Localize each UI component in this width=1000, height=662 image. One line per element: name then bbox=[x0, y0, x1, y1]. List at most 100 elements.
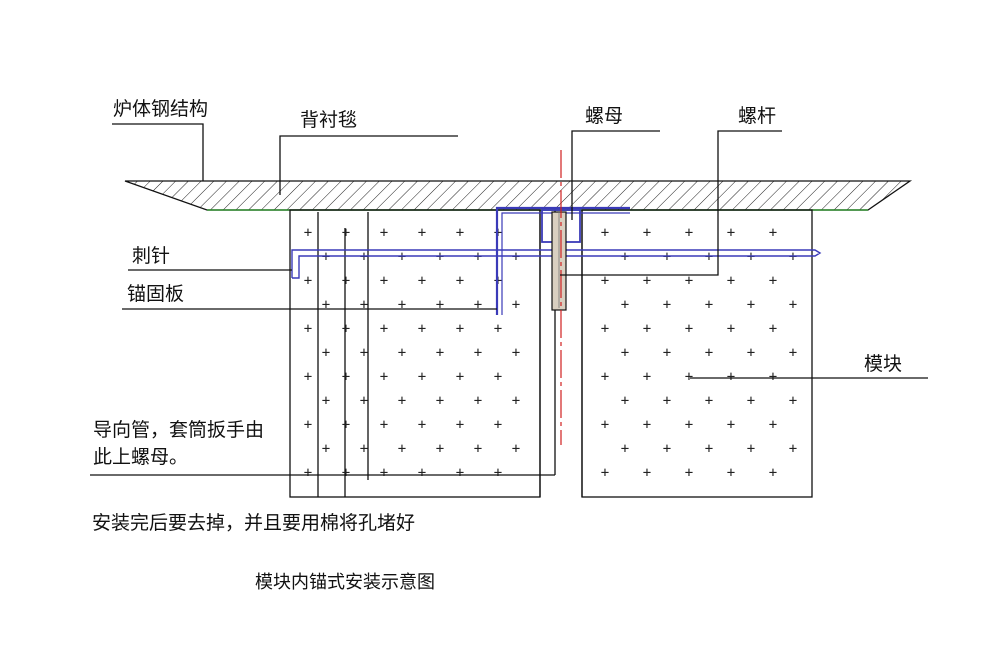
fiber-mark: + bbox=[342, 321, 350, 337]
fiber-mark: + bbox=[436, 393, 444, 409]
fiber-mark: + bbox=[342, 273, 350, 289]
fiber-mark: + bbox=[663, 297, 671, 313]
fiber-mark: + bbox=[747, 249, 755, 265]
fiber-mark: + bbox=[342, 465, 350, 481]
label-needle: 刺针 bbox=[132, 245, 170, 267]
fiber-mark: + bbox=[304, 465, 312, 481]
fiber-mark: + bbox=[494, 321, 502, 337]
fiber-mark: + bbox=[512, 393, 520, 409]
leader-furnace-steel bbox=[112, 123, 204, 181]
fiber-mark: + bbox=[360, 345, 368, 361]
fiber-mark: + bbox=[494, 465, 502, 481]
fiber-mark: + bbox=[621, 441, 629, 457]
leader-nut bbox=[571, 130, 660, 220]
fiber-mark: + bbox=[769, 369, 777, 385]
fiber-mark: + bbox=[769, 417, 777, 433]
fiber-mark: + bbox=[643, 369, 651, 385]
fiber-mark: + bbox=[474, 249, 482, 265]
fiber-mark: + bbox=[727, 273, 735, 289]
fiber-mark: + bbox=[360, 297, 368, 313]
fiber-mark: + bbox=[727, 321, 735, 337]
fiber-mark: + bbox=[769, 465, 777, 481]
fiber-mark: + bbox=[747, 297, 755, 313]
fiber-mark: + bbox=[705, 441, 713, 457]
fiber-mark: + bbox=[456, 465, 464, 481]
fiber-mark: + bbox=[380, 225, 388, 241]
fiber-mark: + bbox=[601, 465, 609, 481]
fiber-mark: + bbox=[663, 393, 671, 409]
fiber-mark: + bbox=[705, 393, 713, 409]
fiber-mark: + bbox=[512, 249, 520, 265]
label-nut: 螺母 bbox=[585, 105, 623, 127]
fiber-mark: + bbox=[685, 417, 693, 433]
fiber-mark: + bbox=[747, 393, 755, 409]
fiber-mark: + bbox=[621, 393, 629, 409]
fiber-mark: + bbox=[789, 249, 797, 265]
leader-backing-blanket bbox=[279, 135, 458, 195]
fiber-mark: + bbox=[418, 225, 426, 241]
fiber-mark: + bbox=[621, 249, 629, 265]
fiber-mark: + bbox=[380, 273, 388, 289]
fiber-mark: + bbox=[304, 225, 312, 241]
needle-rod bbox=[291, 249, 822, 279]
fiber-mark: + bbox=[474, 393, 482, 409]
fiber-mark: + bbox=[322, 297, 330, 313]
fiber-mark: + bbox=[663, 345, 671, 361]
fiber-mark: + bbox=[418, 465, 426, 481]
fiber-mark: + bbox=[304, 369, 312, 385]
fiber-mark: + bbox=[398, 297, 406, 313]
fiber-mark: + bbox=[643, 273, 651, 289]
fiber-mark: + bbox=[663, 441, 671, 457]
fiber-mark: + bbox=[342, 225, 350, 241]
fiber-mark: + bbox=[456, 225, 464, 241]
fiber-mark: + bbox=[418, 273, 426, 289]
label-backing-blanket: 背衬毯 bbox=[300, 109, 357, 131]
fiber-mark: + bbox=[789, 441, 797, 457]
fiber-mark: + bbox=[727, 417, 735, 433]
fiber-mark: + bbox=[601, 225, 609, 241]
fiber-mark: + bbox=[685, 273, 693, 289]
fiber-mark: + bbox=[621, 297, 629, 313]
fiber-mark: + bbox=[769, 273, 777, 289]
module-block-right bbox=[581, 209, 813, 498]
fiber-mark: + bbox=[418, 369, 426, 385]
fiber-mark: + bbox=[512, 345, 520, 361]
fiber-mark: + bbox=[643, 225, 651, 241]
fiber-mark: + bbox=[727, 225, 735, 241]
fiber-mark: + bbox=[456, 417, 464, 433]
fiber-mark: + bbox=[685, 225, 693, 241]
fiber-mark: + bbox=[322, 441, 330, 457]
fiber-mark: + bbox=[727, 465, 735, 481]
fiber-mark: + bbox=[474, 441, 482, 457]
label-anchor-plate: 锚固板 bbox=[127, 283, 184, 305]
anchor-plate-inner bbox=[501, 212, 630, 315]
fiber-mark: + bbox=[436, 345, 444, 361]
fiber-mark: + bbox=[601, 369, 609, 385]
fiber-mark: + bbox=[436, 249, 444, 265]
fiber-mark: + bbox=[360, 393, 368, 409]
furnace-steel-structure bbox=[124, 180, 913, 211]
fiber-mark: + bbox=[456, 321, 464, 337]
fiber-mark: + bbox=[474, 297, 482, 313]
fiber-mark: + bbox=[769, 321, 777, 337]
fiber-mark: + bbox=[747, 345, 755, 361]
label-bolt: 螺杆 bbox=[738, 105, 776, 127]
fiber-mark: + bbox=[474, 345, 482, 361]
fiber-mark: + bbox=[601, 417, 609, 433]
fiber-mark: + bbox=[418, 321, 426, 337]
diagram-caption: 模块内锚式安装示意图 bbox=[255, 572, 435, 593]
fiber-mark: + bbox=[380, 369, 388, 385]
fiber-mark: + bbox=[304, 417, 312, 433]
fiber-mark: + bbox=[601, 321, 609, 337]
fiber-mark: + bbox=[705, 249, 713, 265]
fiber-mark: + bbox=[512, 297, 520, 313]
fiber-mark: + bbox=[398, 393, 406, 409]
fiber-mark: + bbox=[643, 321, 651, 337]
fiber-mark: + bbox=[380, 417, 388, 433]
fiber-mark: + bbox=[436, 297, 444, 313]
fiber-mark: + bbox=[304, 321, 312, 337]
fiber-mark: + bbox=[494, 417, 502, 433]
fiber-mark: + bbox=[643, 465, 651, 481]
fiber-mark: + bbox=[418, 417, 426, 433]
